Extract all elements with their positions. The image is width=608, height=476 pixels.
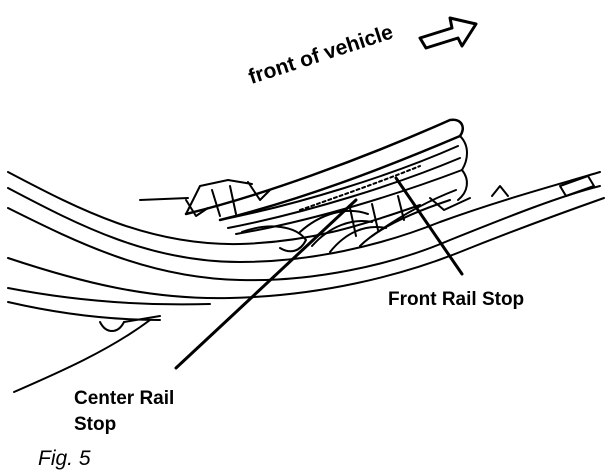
front-rail-stop-label: Front Rail Stop — [388, 289, 525, 310]
center-rail-stop-label: Center Rail Stop — [74, 386, 174, 437]
front-rail-stop-leader — [394, 176, 464, 276]
right-arrow-icon — [418, 16, 478, 50]
rail-mechanism — [139, 179, 471, 253]
rail-tab — [99, 315, 161, 332]
roof-rail-curves — [7, 171, 605, 393]
center-rail-stop-label-line1: Center Rail — [74, 388, 175, 409]
sunroof-panel-stack — [184, 118, 468, 235]
figure-caption: Fig. 5 — [38, 447, 91, 470]
center-rail-stop-label-line2: Stop — [74, 413, 117, 435]
rail-end-right — [491, 175, 595, 197]
center-rail-stop-leader — [174, 198, 358, 370]
leader-lines — [174, 176, 464, 370]
